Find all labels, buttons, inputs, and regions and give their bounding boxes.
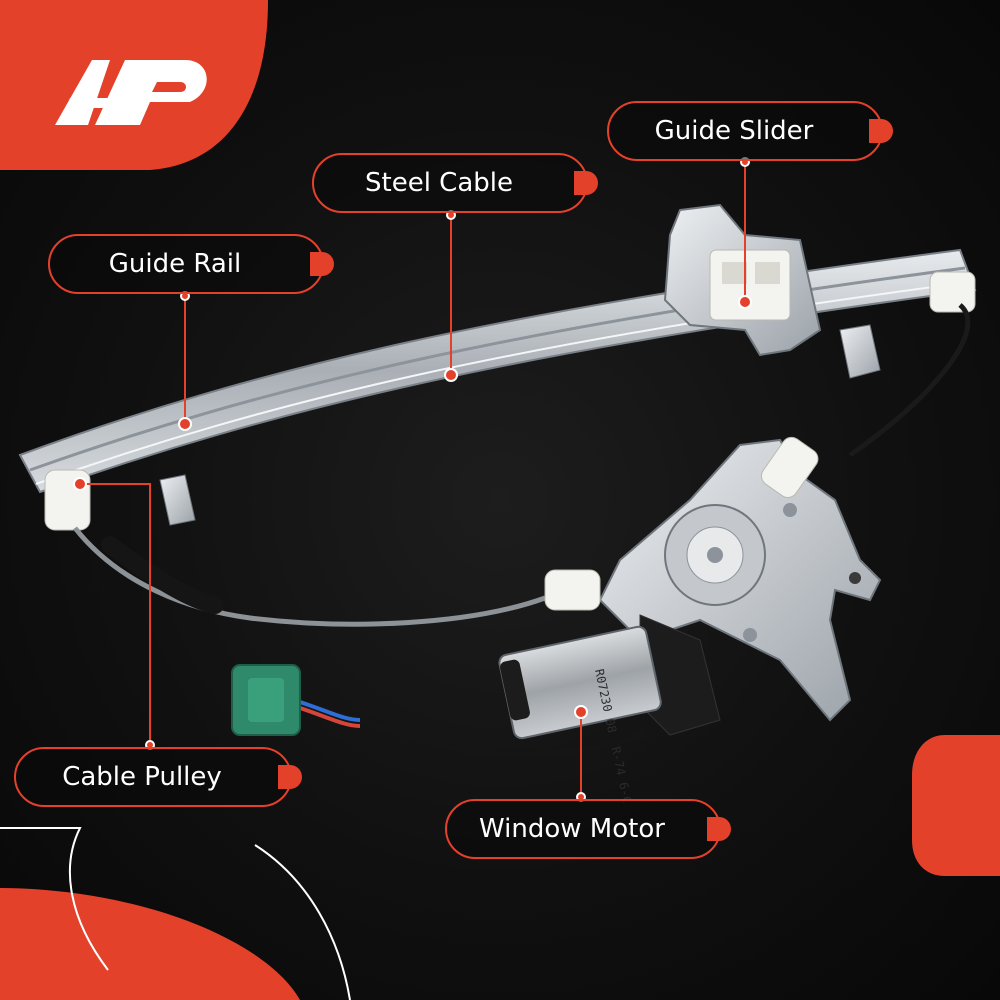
label-cable-pulley: Cable Pulley: [14, 747, 302, 807]
steel-cable: [73, 526, 546, 627]
label-guide-rail: Guide Rail: [48, 234, 334, 294]
label-tab: [574, 171, 598, 195]
callout-lines: [80, 162, 746, 797]
label-steel-cable: Steel Cable: [312, 153, 598, 213]
label-guide-slider: Guide Slider: [607, 101, 893, 161]
label-tab: [869, 119, 893, 143]
corner-shape-bottom-left: [0, 888, 300, 1000]
corner-shape-right: [912, 735, 1000, 876]
label-tab: [278, 765, 302, 789]
outline-curve-right: [254, 844, 351, 1000]
label-tab: [707, 817, 731, 841]
label-tab: [310, 252, 334, 276]
guide-slider: [709, 249, 791, 321]
label-window-motor: Window Motor: [445, 799, 731, 859]
outline-curve-left: [0, 827, 109, 971]
